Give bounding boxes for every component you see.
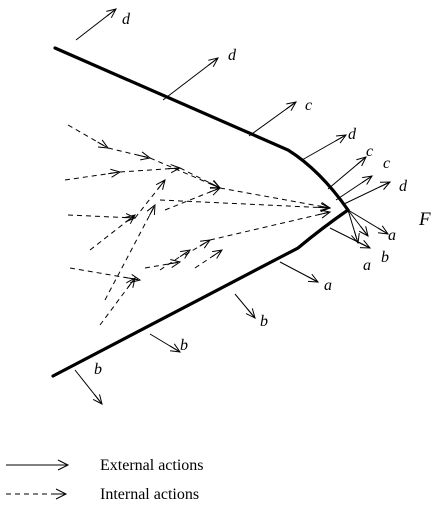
external-action-arrow xyxy=(347,209,360,245)
upper-boundary-curve xyxy=(53,46,350,212)
external-action-arrow xyxy=(335,175,374,201)
external-action-arrow xyxy=(347,209,369,237)
action-label-a: a xyxy=(324,277,332,294)
internal-arrows-group xyxy=(64,124,332,326)
external-action-arrow xyxy=(75,8,117,41)
action-label-a: a xyxy=(388,227,396,244)
action-label-c: c xyxy=(383,155,390,172)
external-action-arrow xyxy=(149,333,182,353)
legend: External actions Internal actions xyxy=(6,457,204,503)
external-action-arrow xyxy=(74,369,103,405)
legend-dashed-arrow-sample xyxy=(6,488,68,500)
internal-action-arrow xyxy=(104,203,156,301)
internal-action-arrow xyxy=(67,213,137,223)
external-action-arrow xyxy=(327,156,367,190)
external-action-arrow xyxy=(162,57,219,101)
external-action-arrow xyxy=(248,101,297,137)
internal-action-arrow xyxy=(67,124,110,149)
external-action-arrow xyxy=(279,261,320,283)
action-label-c: c xyxy=(366,143,373,160)
action-label-b: b xyxy=(180,337,188,354)
legend-solid-arrow-sample xyxy=(6,459,70,471)
internal-action-arrow xyxy=(159,249,192,271)
internal-action-arrow xyxy=(107,147,152,161)
action-label-c: c xyxy=(305,97,312,114)
internal-action-arrow xyxy=(64,168,122,181)
internal-action-arrow xyxy=(209,209,332,241)
internal-action-arrow xyxy=(69,267,142,283)
action-label-d: d xyxy=(399,178,408,195)
action-label-b: b xyxy=(381,249,389,266)
internal-action-arrow xyxy=(89,214,136,251)
external-action-arrow xyxy=(301,134,348,161)
action-label-d: d xyxy=(122,11,131,28)
internal-action-arrow xyxy=(99,277,136,326)
vertex-label-f: F xyxy=(418,209,431,230)
legend-internal-label: Internal actions xyxy=(100,486,199,503)
action-label-b: b xyxy=(260,313,268,330)
external-action-arrow xyxy=(329,227,372,249)
action-label-b: b xyxy=(94,361,102,378)
action-label-d: d xyxy=(348,126,357,143)
action-label-a: a xyxy=(363,257,371,274)
action-label-d: d xyxy=(228,47,237,64)
legend-external-label: External actions xyxy=(100,457,204,474)
internal-action-arrow xyxy=(144,259,182,269)
internal-action-arrow xyxy=(119,164,182,174)
external-action-arrow xyxy=(234,293,256,319)
external-arrows-group xyxy=(74,8,392,405)
internal-action-arrow xyxy=(194,249,224,269)
internal-action-arrow xyxy=(134,179,166,219)
external-action-arrow xyxy=(347,209,390,235)
lower-boundary-curve xyxy=(51,208,350,378)
internal-action-arrow xyxy=(164,187,222,211)
external-action-arrow xyxy=(343,181,392,205)
internal-action-arrow xyxy=(149,157,222,189)
